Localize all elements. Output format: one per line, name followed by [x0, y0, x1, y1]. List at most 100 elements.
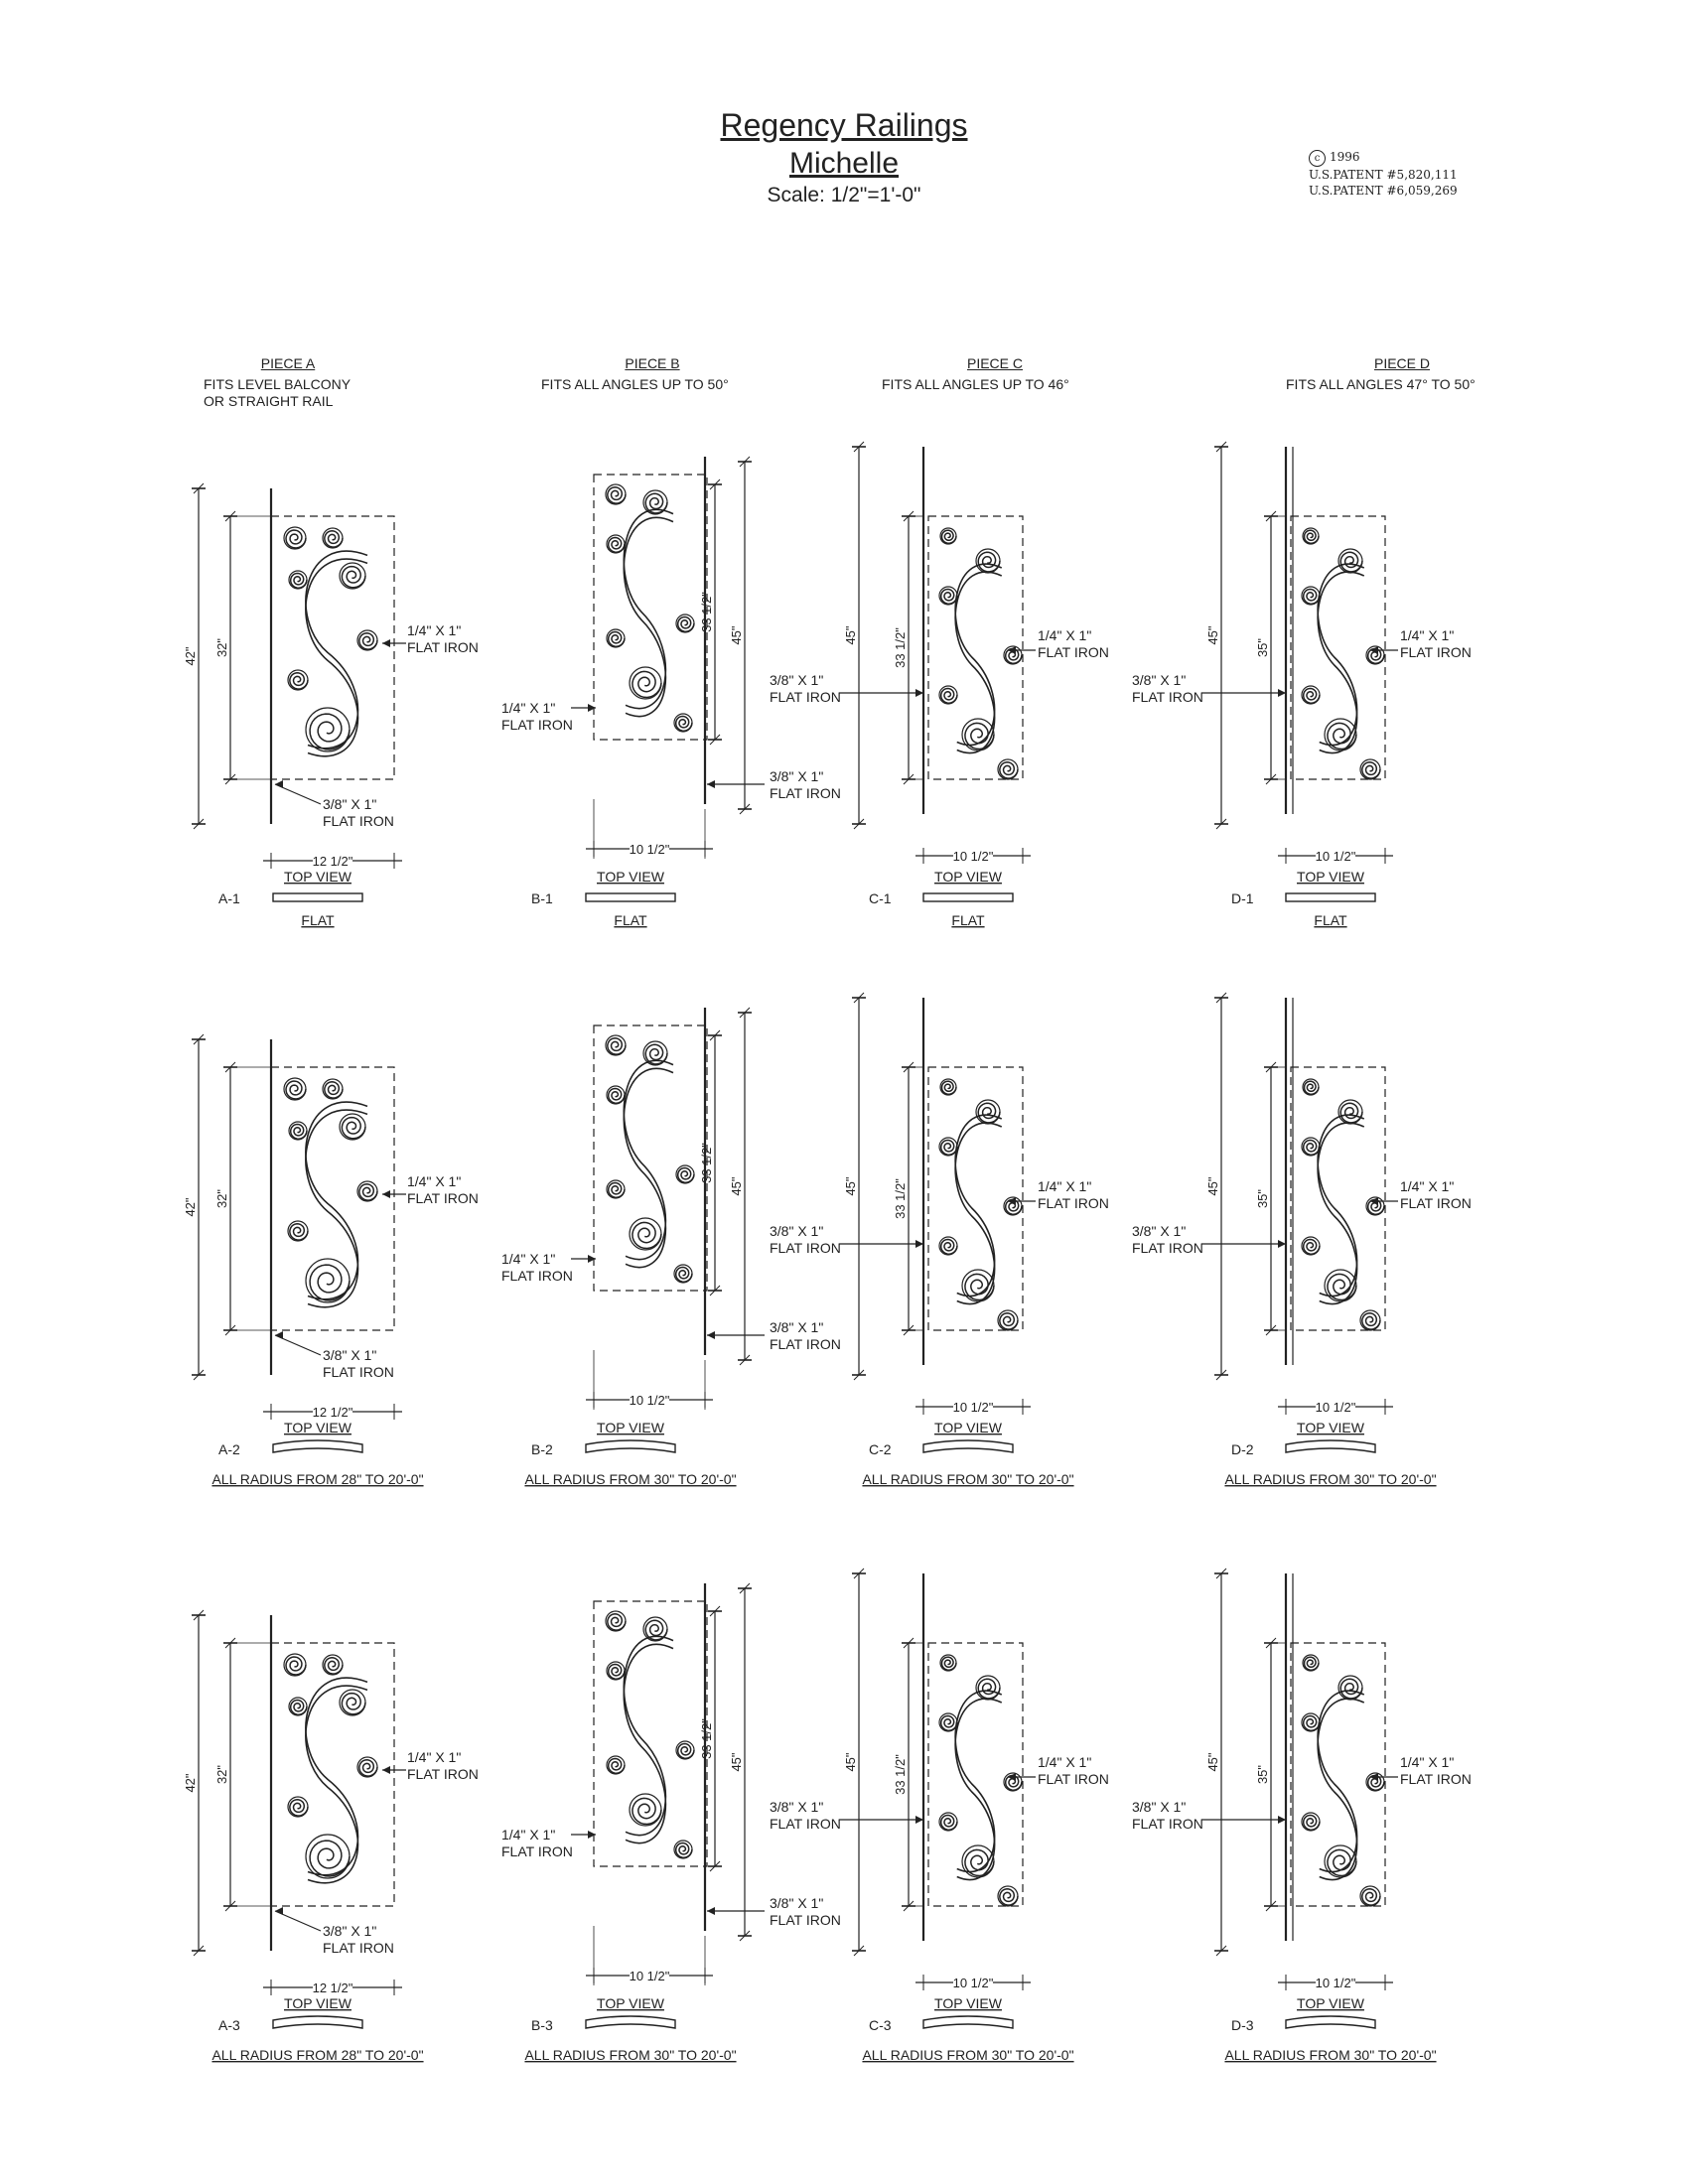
- dim-label: 10 1/2": [953, 849, 994, 864]
- callout-size: 3/8" X 1": [770, 1319, 823, 1335]
- company-title: Regency Railings: [720, 107, 968, 143]
- top-view-curved: [922, 1439, 1014, 1453]
- callout-material: FLAT IRON: [1038, 1771, 1109, 1787]
- callout-size: 1/4" X 1": [407, 1749, 461, 1765]
- dim-label: 10 1/2": [953, 1400, 994, 1415]
- scroll-ring: [1359, 1885, 1381, 1907]
- patent-1: U.S.PATENT #5,820,111: [1309, 168, 1458, 182]
- scroll-ring: [339, 1689, 366, 1716]
- scroll-spiral: [1302, 1714, 1321, 1731]
- flat-label: FLAT: [1314, 912, 1347, 928]
- scroll-spiral: [607, 1037, 627, 1055]
- scroll-ring: [1324, 1844, 1357, 1878]
- callout-size: 3/8" X 1": [1132, 1223, 1186, 1239]
- callout-size: 1/4" X 1": [1400, 627, 1454, 643]
- dim-label: 45": [843, 1752, 858, 1771]
- dim-tick: [739, 1007, 751, 1019]
- piece-id: A-2: [218, 1441, 240, 1457]
- top-view-curved: [922, 2015, 1014, 2029]
- scroll-spiral: [1302, 1238, 1321, 1255]
- scroll-ring: [642, 1040, 668, 1066]
- dim-label: 32": [214, 1189, 229, 1208]
- scroll-ring: [322, 527, 344, 549]
- s-curve: [1317, 1114, 1365, 1297]
- dim-label-bg: [953, 848, 993, 863]
- dim-label: 45": [1205, 625, 1220, 644]
- scroll-spiral: [285, 1080, 307, 1100]
- s-curve: [954, 571, 1003, 753]
- scroll-ring: [1302, 1078, 1320, 1096]
- callout-material: FLAT IRON: [1400, 1771, 1472, 1787]
- top-view-flat: [585, 892, 676, 902]
- panel-outline: [270, 515, 395, 780]
- callout-material: FLAT IRON: [770, 689, 841, 705]
- scroll-spiral: [324, 1657, 344, 1675]
- scroll-spiral: [964, 722, 995, 751]
- arrow-head: [1278, 689, 1286, 697]
- scroll-spiral: [1303, 1656, 1320, 1672]
- top-view-flat: [922, 892, 1014, 902]
- scroll-spiral: [341, 1692, 366, 1715]
- panel-outline: [593, 1024, 708, 1292]
- callout-material: FLAT IRON: [1400, 1195, 1472, 1211]
- scroll-spiral: [964, 1273, 995, 1301]
- callout-size: 3/8" X 1": [770, 672, 823, 688]
- piece-c-fits: FITS ALL ANGLES UP TO 46°: [882, 376, 1069, 392]
- dim-tick: [193, 1945, 205, 1957]
- arrow-head: [382, 1766, 390, 1774]
- copyright-year: 1996: [1330, 150, 1360, 164]
- scroll-ring: [673, 1264, 693, 1284]
- callout-material: FLAT IRON: [1132, 1816, 1203, 1832]
- piece-id: A-3: [218, 2017, 240, 2033]
- top-view-label: TOP VIEW: [597, 1420, 665, 1435]
- panel-c-1: 45"33 1/2"10 1/2"1/4" X 1"FLAT IRON3/8" …: [770, 441, 1109, 928]
- scroll-spiral: [285, 529, 307, 549]
- callout-size: 3/8" X 1": [1132, 672, 1186, 688]
- dim-label: 10 1/2": [630, 1393, 670, 1408]
- dim-label: 35": [1255, 1189, 1270, 1208]
- top-view-flat: [1285, 892, 1376, 902]
- scroll-spiral: [289, 1223, 309, 1241]
- scroll-ring: [938, 1236, 958, 1256]
- scroll-ring: [961, 1269, 995, 1302]
- scroll-spiral: [940, 1080, 957, 1096]
- scroll-ring: [356, 1180, 378, 1202]
- s-curve: [623, 516, 674, 718]
- scroll-spiral: [1361, 761, 1381, 779]
- top-view-label: TOP VIEW: [597, 869, 665, 885]
- arrow-head: [915, 1816, 923, 1824]
- scroll-ring: [938, 1712, 958, 1732]
- dim-tick: [853, 1945, 865, 1957]
- piece-id: B-2: [531, 1441, 553, 1457]
- piece-id: B-1: [531, 890, 553, 906]
- scroll-ring: [939, 527, 957, 545]
- scroll-ring: [1003, 1196, 1023, 1216]
- dim-label: 12 1/2": [313, 1405, 353, 1420]
- dim-label: 10 1/2": [1316, 849, 1356, 864]
- piece-id: D-2: [1231, 1441, 1254, 1457]
- callout-size: 3/8" X 1": [770, 768, 823, 784]
- callout-size: 3/8" X 1": [770, 1799, 823, 1815]
- scroll-spiral: [607, 1757, 626, 1774]
- panel-outline: [927, 1642, 1024, 1907]
- scroll-spiral: [940, 529, 957, 545]
- scroll-ring: [339, 562, 366, 590]
- dim-tick: [709, 1860, 721, 1872]
- radius-label: ALL RADIUS FROM 30" TO 20'-0": [524, 2047, 736, 2063]
- dim-label: 33 1/2": [699, 592, 714, 632]
- callout-material: FLAT IRON: [323, 1364, 394, 1380]
- scroll-ring: [1337, 1099, 1363, 1125]
- dim-tick: [1215, 1568, 1227, 1579]
- dim-tick: [739, 1930, 751, 1942]
- dim-label: 45": [1205, 1752, 1220, 1771]
- dim-label: 12 1/2": [313, 854, 353, 869]
- s-curve: [954, 1122, 1003, 1304]
- scroll-spiral: [939, 1714, 958, 1731]
- scroll-spiral: [939, 1139, 958, 1156]
- radius-label: ALL RADIUS FROM 30" TO 20'-0": [1224, 2047, 1436, 2063]
- piece-id: D-1: [1231, 890, 1254, 906]
- scroll-spiral: [676, 615, 695, 632]
- scroll-ring: [997, 1309, 1019, 1331]
